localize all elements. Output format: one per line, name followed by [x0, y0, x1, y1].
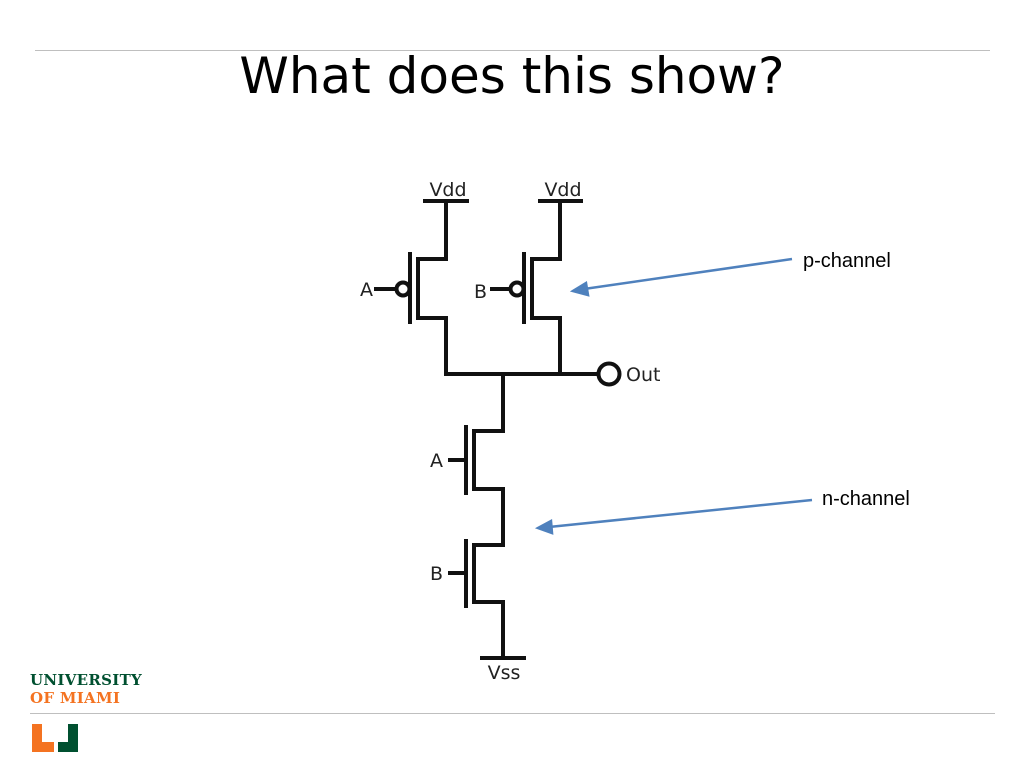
vdd-label-left: Vdd — [429, 179, 466, 201]
n-channel-arrow-line — [548, 498, 813, 529]
vdd-label-right: Vdd — [544, 179, 581, 201]
nmos-transistor-a — [448, 372, 505, 495]
output-node — [444, 361, 622, 387]
pmos-input-a-label: A — [360, 279, 373, 301]
p-channel-label: p-channel — [803, 250, 891, 272]
nmos-input-b-label: B — [430, 563, 443, 585]
output-label: Out — [626, 364, 660, 386]
nmos-transistor-b — [448, 487, 526, 660]
p-channel-arrow-head — [569, 280, 590, 297]
nmos-input-a-label: A — [430, 450, 443, 472]
p-channel-arrow-line — [583, 257, 793, 291]
pmos-input-b-label: B — [474, 281, 487, 303]
university-wordmark-line1: UNIVERSITY — [30, 671, 143, 689]
n-channel-arrow-head — [534, 518, 554, 535]
n-channel-label: n-channel — [822, 488, 910, 510]
pmos-transistor-a — [374, 199, 469, 376]
top-divider — [35, 50, 990, 51]
bottom-divider — [30, 713, 995, 714]
split-u-logo-icon — [32, 724, 78, 752]
vss-label: Vss — [488, 662, 521, 684]
pmos-transistor-b — [490, 199, 583, 376]
slide-title: What does this show? — [239, 47, 785, 105]
university-wordmark-line2: OF MIAMI — [30, 689, 121, 707]
